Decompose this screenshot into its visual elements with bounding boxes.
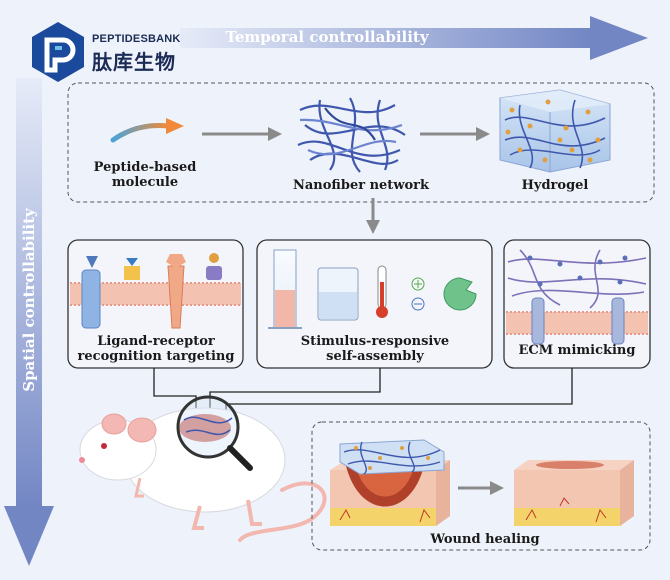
mouse-illustration	[79, 407, 327, 542]
healing-arrow	[458, 481, 504, 495]
spatial-arrow	[4, 78, 54, 566]
peptide-label: Peptide-based molecule	[93, 160, 197, 190]
synthesis-box	[67, 82, 655, 203]
ecm-matrix-icon	[506, 249, 648, 345]
hydrogel-icon	[499, 89, 611, 173]
temporal-label: Temporal controllability	[225, 28, 429, 46]
wound-label: Wound healing	[430, 532, 540, 547]
healed-skin-icon	[514, 460, 634, 526]
hydrogel-label: Hydrogel	[521, 178, 589, 193]
process-arrow-down	[366, 198, 380, 234]
stimulus-label: Stimulus-responsive self-assembly	[300, 334, 450, 364]
ecm-label: ECM mimicking	[518, 343, 636, 358]
thermometer-icon	[376, 265, 388, 318]
wound-box	[311, 421, 651, 551]
ligand-label: Ligand-receptor recognition targeting	[77, 334, 235, 364]
spatial-label: Spatial controllability	[20, 207, 38, 392]
graduated-cylinder-icon	[268, 249, 302, 329]
process-arrow-1	[202, 127, 282, 141]
nanofiber-network-icon	[297, 97, 406, 173]
brand-name-english: PEPTIDESBANK	[92, 33, 181, 45]
hydrogel-patch-icon	[339, 439, 445, 475]
magnifier-icon	[176, 395, 253, 471]
nanofiber-label: Nanofiber network	[292, 178, 430, 193]
connector-lines	[153, 368, 573, 412]
stimulus-panel	[256, 239, 493, 369]
brand-name-chinese: 肽库生物	[92, 50, 176, 74]
process-arrow-2	[420, 127, 490, 141]
charge-icon	[411, 277, 425, 311]
temporal-arrow	[180, 16, 648, 60]
peptide-molecule-icon	[110, 118, 184, 143]
beaker-icon	[317, 267, 359, 321]
brand-logo	[32, 22, 84, 82]
receptor-icon	[81, 253, 222, 329]
enzyme-icon	[443, 277, 477, 311]
wound-skin-icon	[330, 460, 450, 526]
